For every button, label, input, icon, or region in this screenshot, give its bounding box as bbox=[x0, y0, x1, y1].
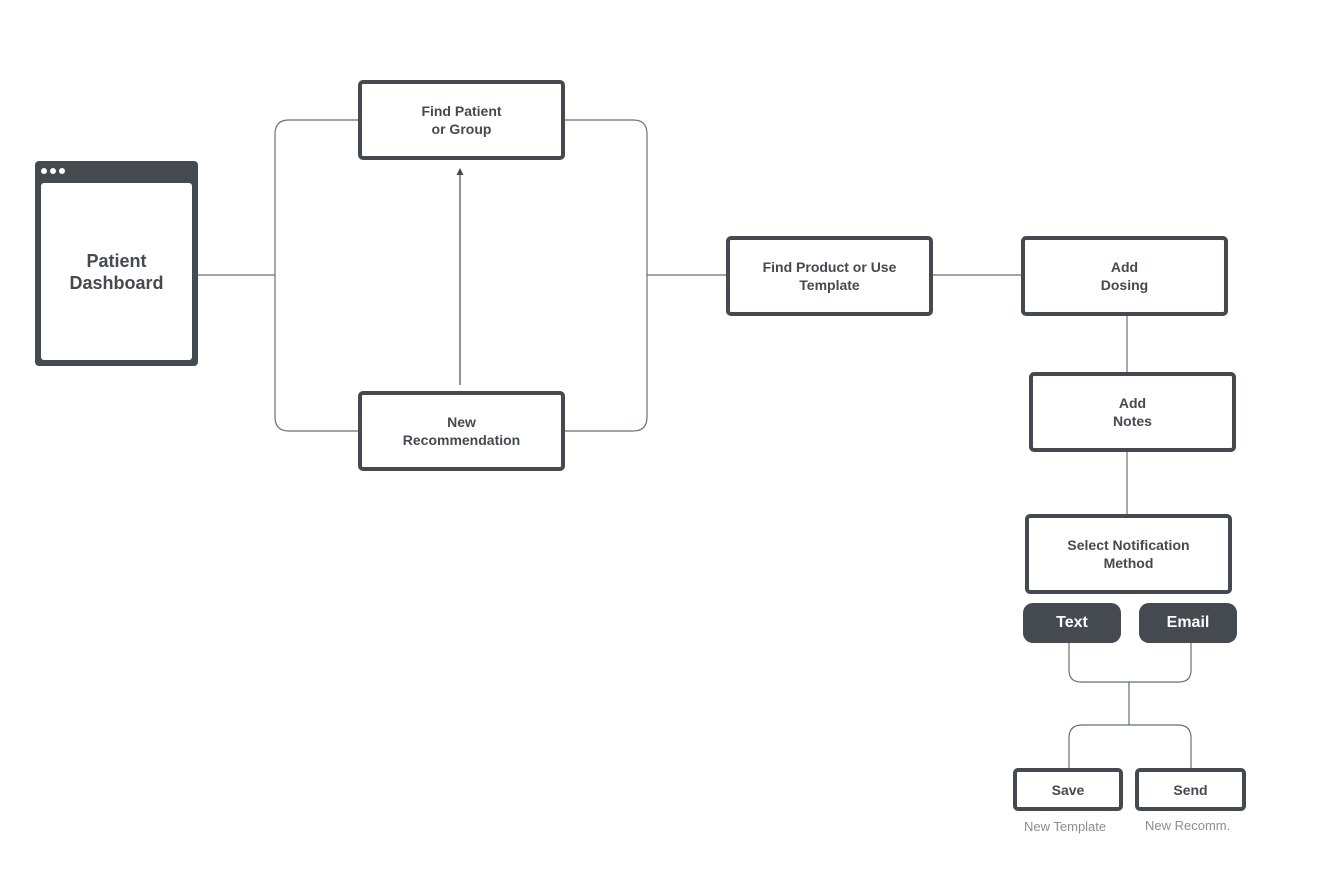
add-dosing-node[interactable]: Add Dosing bbox=[1021, 236, 1228, 316]
add-notes-node[interactable]: Add Notes bbox=[1029, 372, 1236, 452]
select-notification-node[interactable]: Select Notification Method bbox=[1025, 514, 1232, 594]
add-dosing-label: Add Dosing bbox=[1100, 259, 1149, 293]
dashboard-title: Patient Dashboard bbox=[69, 250, 164, 293]
patient-dashboard-window[interactable]: Patient Dashboard bbox=[35, 161, 198, 366]
send-caption: New Recomm. bbox=[1145, 818, 1231, 833]
save-button[interactable]: Save bbox=[1013, 768, 1123, 811]
find-patient-label: Find Patient or Group bbox=[421, 103, 502, 137]
arrowhead-icon bbox=[456, 168, 464, 175]
new-recommendation-label: New Recommendation bbox=[402, 414, 521, 448]
connector-right-bracket bbox=[565, 119, 648, 432]
send-button[interactable]: Send bbox=[1135, 768, 1246, 811]
email-method-button[interactable]: Email bbox=[1139, 603, 1237, 643]
find-product-node[interactable]: Find Product or Use Template bbox=[726, 236, 933, 316]
window-body: Patient Dashboard bbox=[41, 183, 192, 360]
connector-left-bracket bbox=[274, 119, 358, 432]
text-method-label: Text bbox=[1056, 614, 1088, 631]
send-label: Send bbox=[1173, 781, 1208, 798]
new-recommendation-node[interactable]: New Recommendation bbox=[358, 391, 565, 471]
connector-actions-split bbox=[1068, 724, 1192, 769]
window-dots-icon bbox=[41, 168, 65, 174]
text-method-button[interactable]: Text bbox=[1023, 603, 1121, 643]
find-patient-node[interactable]: Find Patient or Group bbox=[358, 80, 565, 160]
find-product-label: Find Product or Use Template bbox=[762, 259, 897, 293]
connector-methods-merge bbox=[1068, 642, 1192, 683]
email-method-label: Email bbox=[1166, 614, 1210, 631]
save-label: Save bbox=[1051, 781, 1085, 798]
add-notes-label: Add Notes bbox=[1113, 395, 1152, 429]
select-notification-label: Select Notification Method bbox=[1067, 537, 1190, 571]
save-caption: New Template bbox=[1024, 819, 1107, 834]
